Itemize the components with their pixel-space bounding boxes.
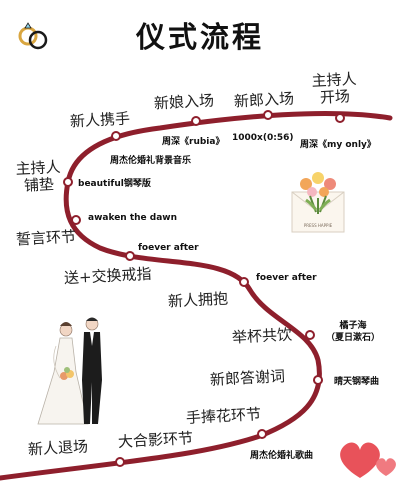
hearts-icon [340, 442, 396, 478]
node-exit [115, 457, 125, 467]
step-host-setup: 主持人 铺垫 [15, 157, 61, 195]
node-embrace [239, 277, 249, 287]
bouquet-card-text: PRESS HAPPIE [304, 223, 333, 228]
rings-icon [18, 22, 48, 50]
node-host-open [335, 113, 345, 123]
step-groom-enter: 新郎入场 [233, 89, 295, 111]
music-forever-1: foever after [138, 243, 199, 253]
node-bouquet [257, 429, 267, 439]
flow-line [0, 110, 393, 481]
music-beautiful: beautiful钢琴版 [78, 179, 151, 189]
node-toast [305, 330, 315, 340]
node-rings [125, 251, 135, 261]
node-vows [71, 215, 81, 225]
step-host-open: 主持人 开场 [311, 69, 357, 107]
node-couple-walk [111, 131, 121, 141]
page-title: 仪式流程 [135, 20, 264, 54]
music-awaken: awaken the dawn [88, 213, 178, 223]
music-sunny: 晴天钢琴曲 [334, 377, 380, 387]
bouquet-card: PRESS HAPPIE [291, 172, 345, 233]
step-couple-walk: 新人携手 [69, 109, 131, 131]
music-forever-2: foever after [256, 273, 317, 283]
step-toast: 举杯共饮 [231, 325, 293, 347]
couple-illustration [37, 317, 102, 425]
node-bride-enter [191, 116, 201, 126]
music-rubia: 周深《rubia》 [162, 137, 225, 147]
step-exit: 新人退场 [27, 437, 89, 459]
music-1000x: 1000x(0:56) [232, 133, 294, 143]
step-vows: 誓言环节 [15, 227, 77, 249]
music-jay-background: 周杰伦婚礼背景音乐 [110, 156, 192, 166]
node-groom-enter [263, 110, 273, 120]
flower-icon [300, 172, 336, 214]
step-bride-enter: 新娘入场 [153, 91, 215, 113]
music-orange-sea: 橘子海 （夏日漱石） [326, 321, 381, 343]
music-my-only: 周深《my only》 [300, 140, 376, 150]
node-host-setup [63, 177, 73, 187]
step-embrace: 新人拥抱 [167, 289, 229, 311]
music-jay-song: 周杰伦婚礼歌曲 [250, 451, 314, 461]
flow-nodes [63, 110, 345, 467]
bride-bouquet-icon [60, 367, 74, 380]
node-groom-thanks [313, 375, 323, 385]
